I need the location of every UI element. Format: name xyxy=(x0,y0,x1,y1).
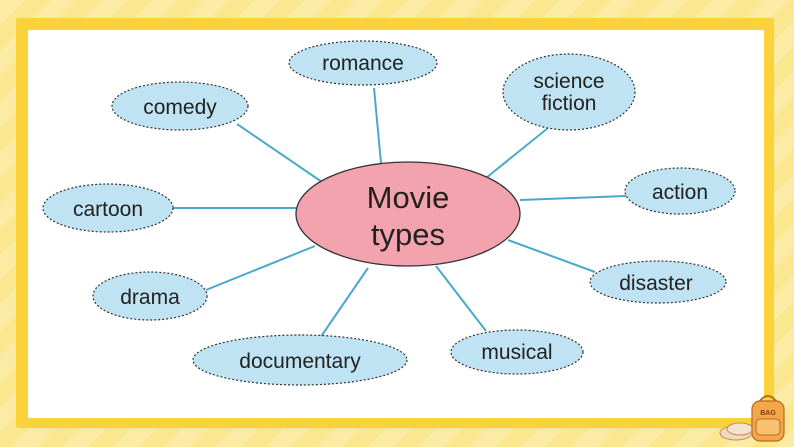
node-drama-label: drama xyxy=(120,286,180,309)
node-musical-shape xyxy=(450,329,584,375)
connectors xyxy=(173,87,627,339)
connector-musical xyxy=(435,265,487,332)
node-documentary-shape xyxy=(192,334,408,386)
node-drama-shape xyxy=(92,271,208,321)
connector-action xyxy=(519,195,627,201)
node-cartoon-shape xyxy=(42,183,174,233)
node-comedy-shape xyxy=(111,81,249,131)
connector-comedy xyxy=(236,123,323,183)
node-disaster-shape xyxy=(589,260,727,304)
center-label-line-1: Movie xyxy=(367,180,450,215)
node-romance-shape xyxy=(288,40,438,86)
node-science-fiction-label-line-2: fiction xyxy=(542,92,597,115)
node-comedy-label: comedy xyxy=(143,96,217,119)
school-bag-icon: BAG xyxy=(719,395,785,442)
node-science-fiction-shape xyxy=(502,53,636,131)
connector-romance xyxy=(373,87,382,164)
connector-drama xyxy=(205,245,316,291)
connector-science-fiction xyxy=(485,127,549,179)
bag-label: BAG xyxy=(760,410,776,417)
node-musical-label: musical xyxy=(481,341,552,364)
center-label-line-2: types xyxy=(371,217,445,252)
node-cartoon-label: cartoon xyxy=(73,198,143,221)
node-science-fiction-label-line-1: science xyxy=(533,70,604,93)
node-documentary-label: documentary xyxy=(239,350,361,373)
node-disaster-label: disaster xyxy=(619,272,693,295)
connector-disaster xyxy=(507,239,596,273)
node-action-shape xyxy=(624,167,736,215)
node-romance-label: romance xyxy=(322,52,404,75)
connector-documentary xyxy=(319,267,369,339)
center-node: Movie types xyxy=(295,161,521,267)
node-action-label: action xyxy=(652,181,708,204)
